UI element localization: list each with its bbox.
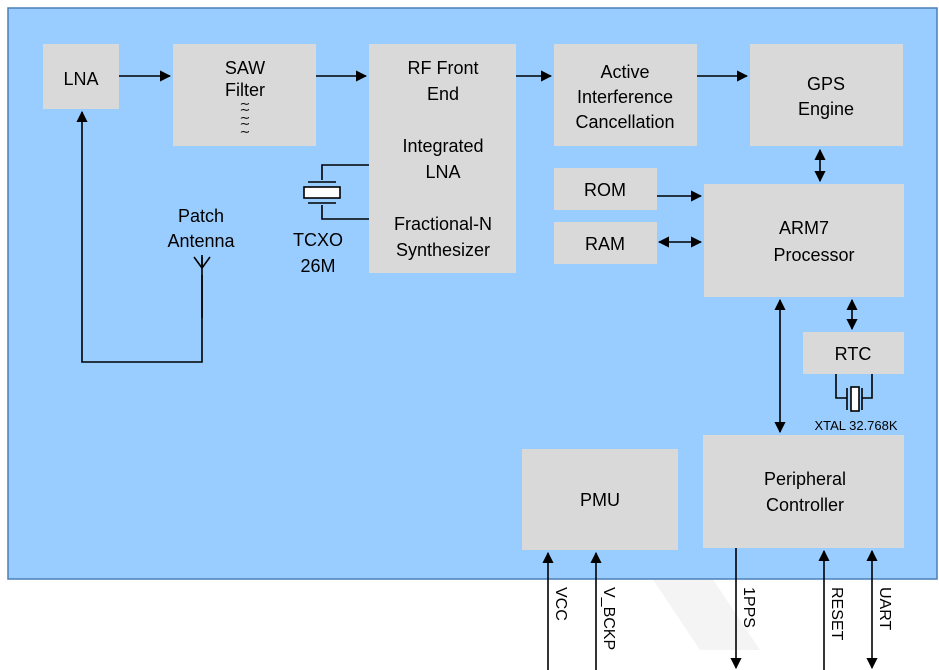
rom-block: ROM [554, 168, 657, 210]
tcxo-crystal-icon [303, 164, 369, 220]
rf-synth-label-line2: Synthesizer [396, 240, 490, 260]
periph-label-line2: Controller [766, 495, 844, 515]
ram-block: RAM [554, 222, 657, 264]
rf-lna-label-line2: LNA [425, 162, 460, 182]
vcc-pin-label: VCC [552, 587, 569, 621]
rtc-crystal-icon [835, 374, 873, 412]
saw-label-line1: SAW [225, 58, 265, 78]
watermark-shape [640, 560, 760, 650]
1pps-pin-label: 1PPS [740, 587, 757, 628]
lna-label: LNA [63, 69, 98, 89]
vbckp-pin-label: V_BCKP [600, 587, 617, 650]
gps-label-line1: GPS [807, 74, 845, 94]
rtc-block: RTC [803, 332, 904, 374]
gps-label-line2: Engine [798, 99, 854, 119]
saw-filter-icon: ∼ ∼ ∼ ∼ ∼ [240, 96, 251, 139]
rf-synth-label-line1: Fractional-N [394, 214, 492, 234]
rf-front-end-block: RF Front End Integrated LNA Fractional-N… [369, 44, 516, 273]
svg-text:∼: ∼ [240, 110, 251, 125]
aic-label-line1: Active [600, 62, 649, 82]
svg-text:∼: ∼ [240, 116, 251, 131]
arm7-processor-block: ARM7 Processor [704, 184, 904, 297]
tcxo-label-line2: 26M [300, 256, 335, 276]
periph-label-line1: Peripheral [764, 469, 846, 489]
rom-label: ROM [584, 180, 626, 200]
arm-label-line2: Processor [773, 245, 854, 265]
pmu-block: PMU [522, 449, 678, 550]
peripheral-controller-block: Peripheral Controller [703, 435, 904, 548]
saw-label-line2: Filter [225, 80, 265, 100]
aic-block: Active Interference Cancellation [554, 44, 697, 146]
gps-engine-block: GPS Engine [750, 44, 903, 146]
antenna-icon [193, 255, 211, 318]
lna-block: LNA [43, 44, 119, 109]
reset-pin-label: RESET [828, 587, 845, 641]
svg-text:∼: ∼ [240, 124, 251, 139]
xtal-label: XTAL 32.768K [814, 418, 897, 433]
svg-text:∼: ∼ [240, 96, 251, 111]
uart-pin-label: UART [876, 587, 893, 630]
antenna-feed-line [76, 110, 203, 363]
pmu-label: PMU [580, 490, 620, 510]
antenna-label-line1: Patch [178, 206, 224, 226]
aic-label-line3: Cancellation [575, 112, 674, 132]
ram-label: RAM [585, 234, 625, 254]
arm-label-line1: ARM7 [779, 218, 829, 238]
antenna-label-line2: Antenna [167, 231, 235, 251]
rf-lna-label-line1: Integrated [402, 136, 483, 156]
rf-label-line1: RF Front [407, 58, 478, 78]
svg-text:∼: ∼ [240, 102, 251, 117]
saw-filter-block: SAW Filter ∼ ∼ ∼ ∼ ∼ [173, 44, 316, 146]
tcxo-label-line1: TCXO [293, 230, 343, 250]
rtc-label: RTC [835, 344, 872, 364]
aic-label-line2: Interference [577, 87, 673, 107]
rf-label-line2: End [427, 84, 459, 104]
